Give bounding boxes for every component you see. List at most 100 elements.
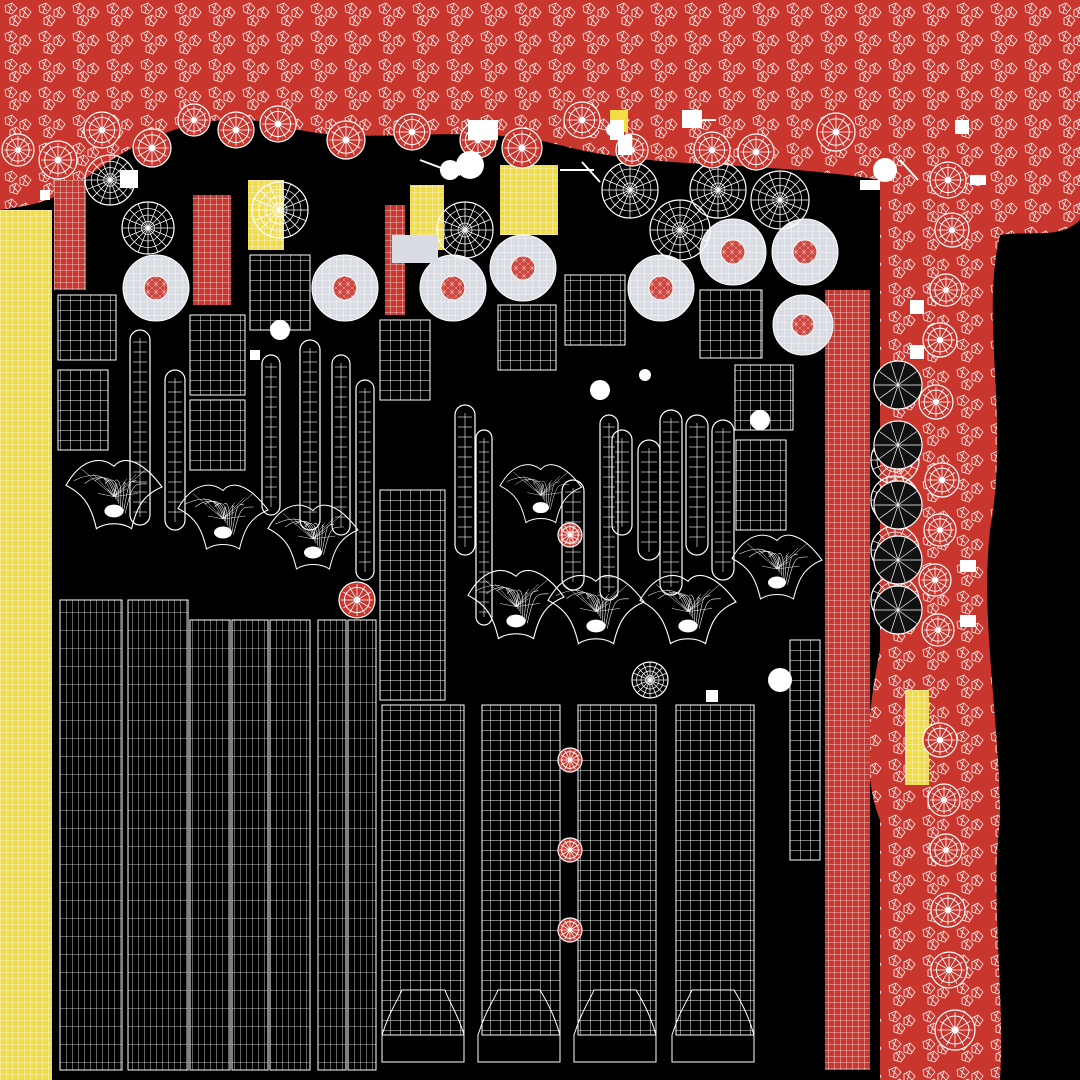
gray-ring-row bbox=[122, 218, 839, 356]
gray-ring-2 bbox=[311, 254, 379, 322]
gray-ring-5 bbox=[627, 254, 695, 322]
red-wheel-35 bbox=[557, 837, 583, 863]
spoked-circle-4 bbox=[436, 201, 494, 259]
gray-ring-6 bbox=[699, 218, 767, 286]
red-wheel-19 bbox=[929, 273, 963, 307]
left-wire-block-e bbox=[269, 619, 311, 1071]
red-wheel-24 bbox=[918, 563, 952, 597]
spoked-circle-7 bbox=[649, 199, 711, 261]
left-wire-block-c bbox=[189, 619, 231, 1071]
red-wheel-20 bbox=[922, 322, 958, 358]
detail-box-15 bbox=[618, 135, 632, 155]
vertical-capsules bbox=[129, 329, 735, 626]
capsule-9 bbox=[611, 429, 633, 536]
red-wheel-14 bbox=[693, 131, 731, 169]
detail-box-5 bbox=[970, 175, 986, 185]
wing-shape-2 bbox=[177, 484, 269, 550]
left-wire-block-g bbox=[347, 619, 377, 1071]
red-wheel-2 bbox=[38, 140, 78, 180]
detail-circle-7 bbox=[590, 380, 610, 400]
gray-ring-8 bbox=[772, 294, 834, 356]
red-wheel-32 bbox=[338, 581, 376, 619]
red-wheel-22 bbox=[924, 462, 960, 498]
detail-circle-2 bbox=[456, 151, 484, 179]
mid-left-panel-a bbox=[57, 294, 117, 361]
red-wheel-34 bbox=[557, 747, 583, 773]
mid-panel-k bbox=[735, 439, 787, 531]
spoked-circles bbox=[84, 154, 920, 699]
detail-circle-5 bbox=[768, 668, 792, 692]
gray-ring-3 bbox=[419, 254, 487, 322]
red-wheel-16 bbox=[816, 112, 856, 152]
red-wheel-29 bbox=[930, 892, 966, 928]
red-wheel-23 bbox=[923, 513, 957, 547]
mid-panel-d bbox=[189, 399, 246, 471]
spoked-circle-3 bbox=[251, 181, 309, 239]
right-column-disks bbox=[873, 360, 923, 635]
yellow-box-c bbox=[500, 165, 558, 235]
spoked-circle-5 bbox=[601, 161, 659, 219]
capsule-12 bbox=[685, 414, 709, 556]
detail-circle-6 bbox=[639, 369, 651, 381]
red-wheel-30 bbox=[930, 951, 968, 989]
right-disk-5 bbox=[873, 585, 923, 635]
center-panel-c-base bbox=[573, 989, 657, 1063]
red-wheel-27 bbox=[927, 783, 961, 817]
detail-box-1 bbox=[392, 235, 438, 263]
mid-panel-m bbox=[789, 639, 821, 861]
red-wheel-21 bbox=[918, 384, 954, 420]
wing-shape-5 bbox=[467, 569, 565, 640]
red-wheel-11 bbox=[501, 127, 543, 169]
detail-box-16 bbox=[706, 690, 718, 702]
left-wire-block-b bbox=[127, 599, 189, 1071]
detail-line-3 bbox=[581, 161, 601, 183]
detail-box-2 bbox=[468, 120, 498, 140]
wing-shapes bbox=[65, 459, 823, 645]
red-wheel-12 bbox=[563, 101, 601, 139]
detail-circle-8 bbox=[750, 410, 770, 430]
red-wheel-9 bbox=[393, 113, 431, 151]
capsule-5 bbox=[331, 354, 351, 536]
red-wheel-5 bbox=[177, 103, 211, 137]
capsule-4 bbox=[299, 339, 321, 531]
capsule-6 bbox=[355, 379, 375, 581]
spoked-circle-6 bbox=[689, 161, 747, 219]
spoked-circle-13 bbox=[631, 661, 669, 699]
red-wheel-18 bbox=[934, 212, 970, 248]
detail-box-8 bbox=[910, 345, 924, 359]
right-disk-4 bbox=[873, 535, 923, 585]
capsule-1 bbox=[129, 329, 151, 526]
red-wheel-25 bbox=[921, 613, 955, 647]
center-panel-a-base bbox=[381, 989, 465, 1063]
mid-panel-f bbox=[379, 319, 431, 401]
red-wheel-17 bbox=[929, 161, 967, 199]
wing-shape-1 bbox=[65, 459, 163, 530]
wing-shape-7 bbox=[639, 574, 737, 645]
gray-ring-1 bbox=[122, 254, 190, 322]
center-panel-d bbox=[675, 704, 755, 1036]
detail-box-4 bbox=[955, 120, 969, 134]
left-wire-block-f bbox=[317, 619, 347, 1071]
detail-circle-1 bbox=[440, 160, 460, 180]
mid-panel-l bbox=[379, 489, 446, 701]
mid-panel-g bbox=[497, 304, 557, 371]
colored-strips bbox=[54, 110, 929, 1070]
red-wheel-7 bbox=[259, 105, 297, 143]
detail-circle-9 bbox=[270, 320, 290, 340]
detail-circle-4 bbox=[873, 158, 897, 182]
capsule-3 bbox=[261, 354, 281, 516]
capsule-11 bbox=[659, 409, 683, 596]
top-left-red-region bbox=[0, 0, 880, 210]
red-wheels bbox=[1, 101, 976, 1051]
red-wheel-15 bbox=[737, 133, 775, 171]
mid-panel-e bbox=[249, 254, 311, 331]
right-disk-2 bbox=[873, 420, 923, 470]
wing-shape-6 bbox=[547, 574, 645, 645]
detail-line-6 bbox=[899, 159, 919, 181]
center-panel-b-base bbox=[477, 989, 561, 1063]
center-panel-c bbox=[577, 704, 657, 1036]
detail-box-7 bbox=[910, 300, 924, 314]
left-wire-block-d bbox=[231, 619, 269, 1071]
